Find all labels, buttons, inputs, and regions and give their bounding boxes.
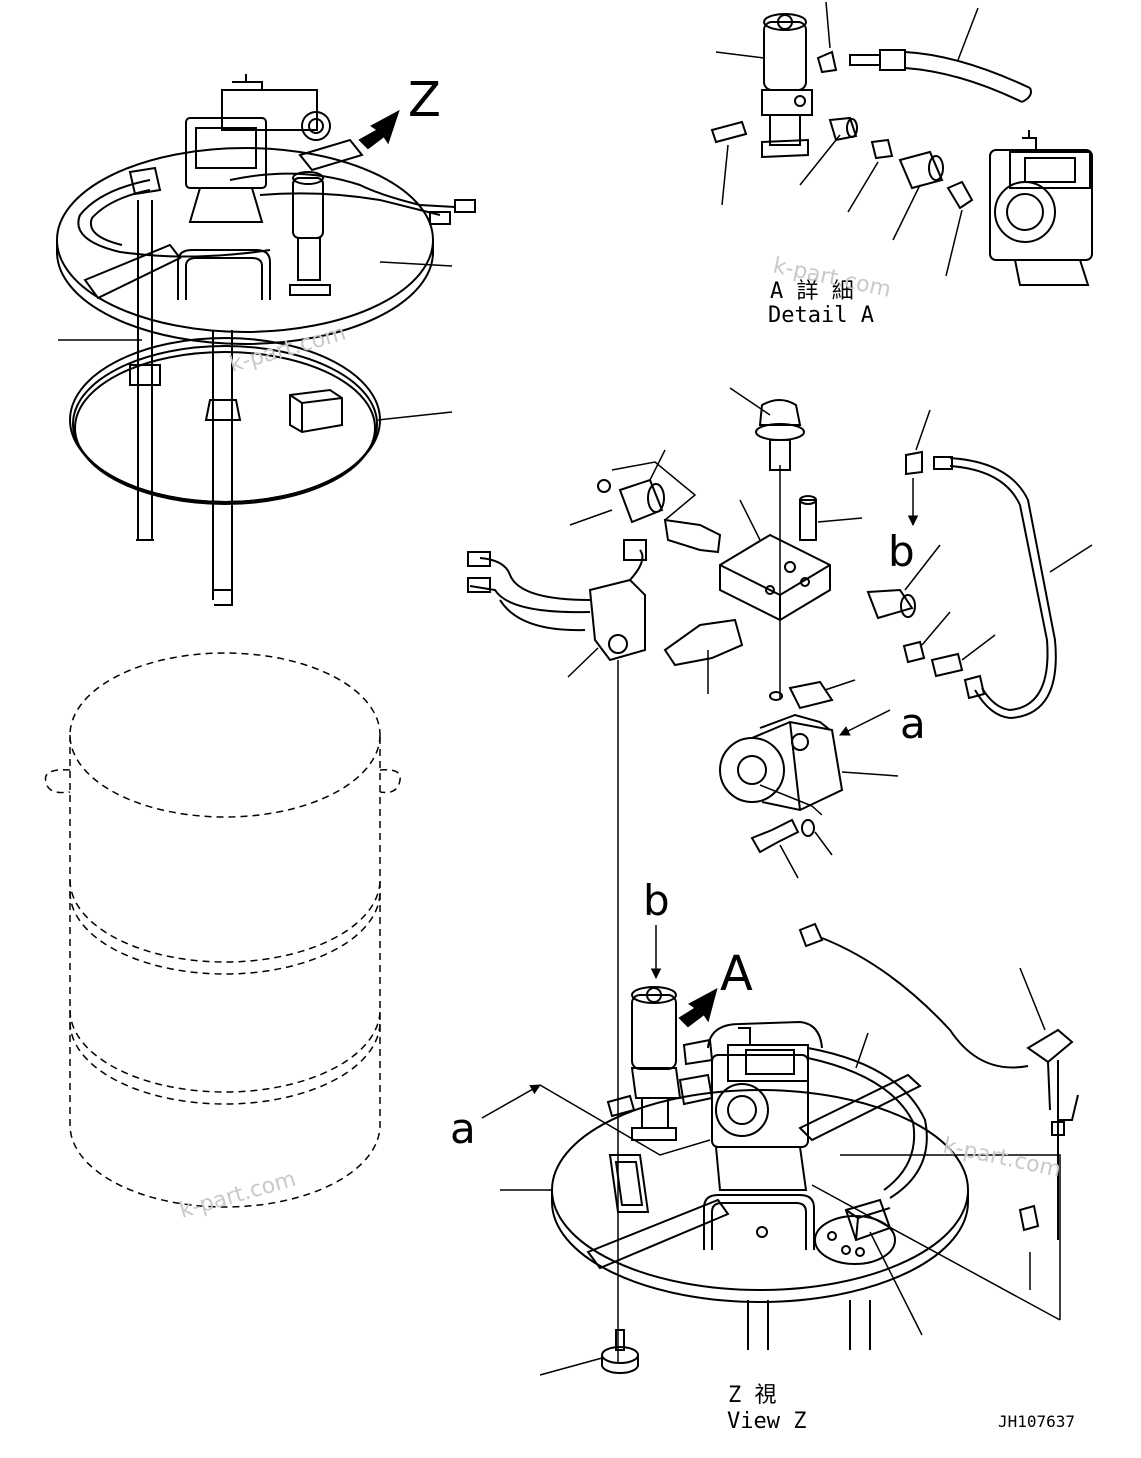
- ref-b-mid: b: [888, 527, 915, 576]
- leaders-detail-a: [715, 1, 979, 277]
- leaders-view-z: [481, 925, 1061, 1376]
- accessory-box: [289, 388, 343, 434]
- detail-a: [710, 13, 1093, 286]
- watermark-3: k-part.com: [177, 1167, 299, 1224]
- ref-b-bottom: b: [643, 876, 670, 925]
- ref-a-bottom: a: [450, 1104, 476, 1153]
- valve-block-exploded: [467, 399, 1057, 854]
- detail-a-arrow: [678, 988, 718, 1028]
- drum-lid-ring: [69, 337, 381, 505]
- detail-a-marker: A: [720, 946, 753, 1002]
- watermark-4: k-part.com: [941, 1133, 1063, 1182]
- leaders-valve-block: [567, 387, 1093, 1362]
- detail-a-caption-jp: A 詳 細: [770, 279, 854, 304]
- leaders-top-left: [58, 261, 453, 421]
- drum: [44, 652, 401, 1208]
- view-z-caption-jp: Z 視: [728, 1383, 777, 1408]
- view-z-assembly: [551, 922, 1079, 1374]
- view-z-caption-en: View Z: [727, 1409, 806, 1434]
- drawing-number: JH107637: [998, 1412, 1075, 1431]
- detail-a-caption-en: Detail A: [768, 303, 874, 328]
- view-z-marker: Z: [408, 72, 441, 128]
- ref-a-mid: a: [900, 699, 926, 748]
- view-z-arrow: [358, 109, 400, 150]
